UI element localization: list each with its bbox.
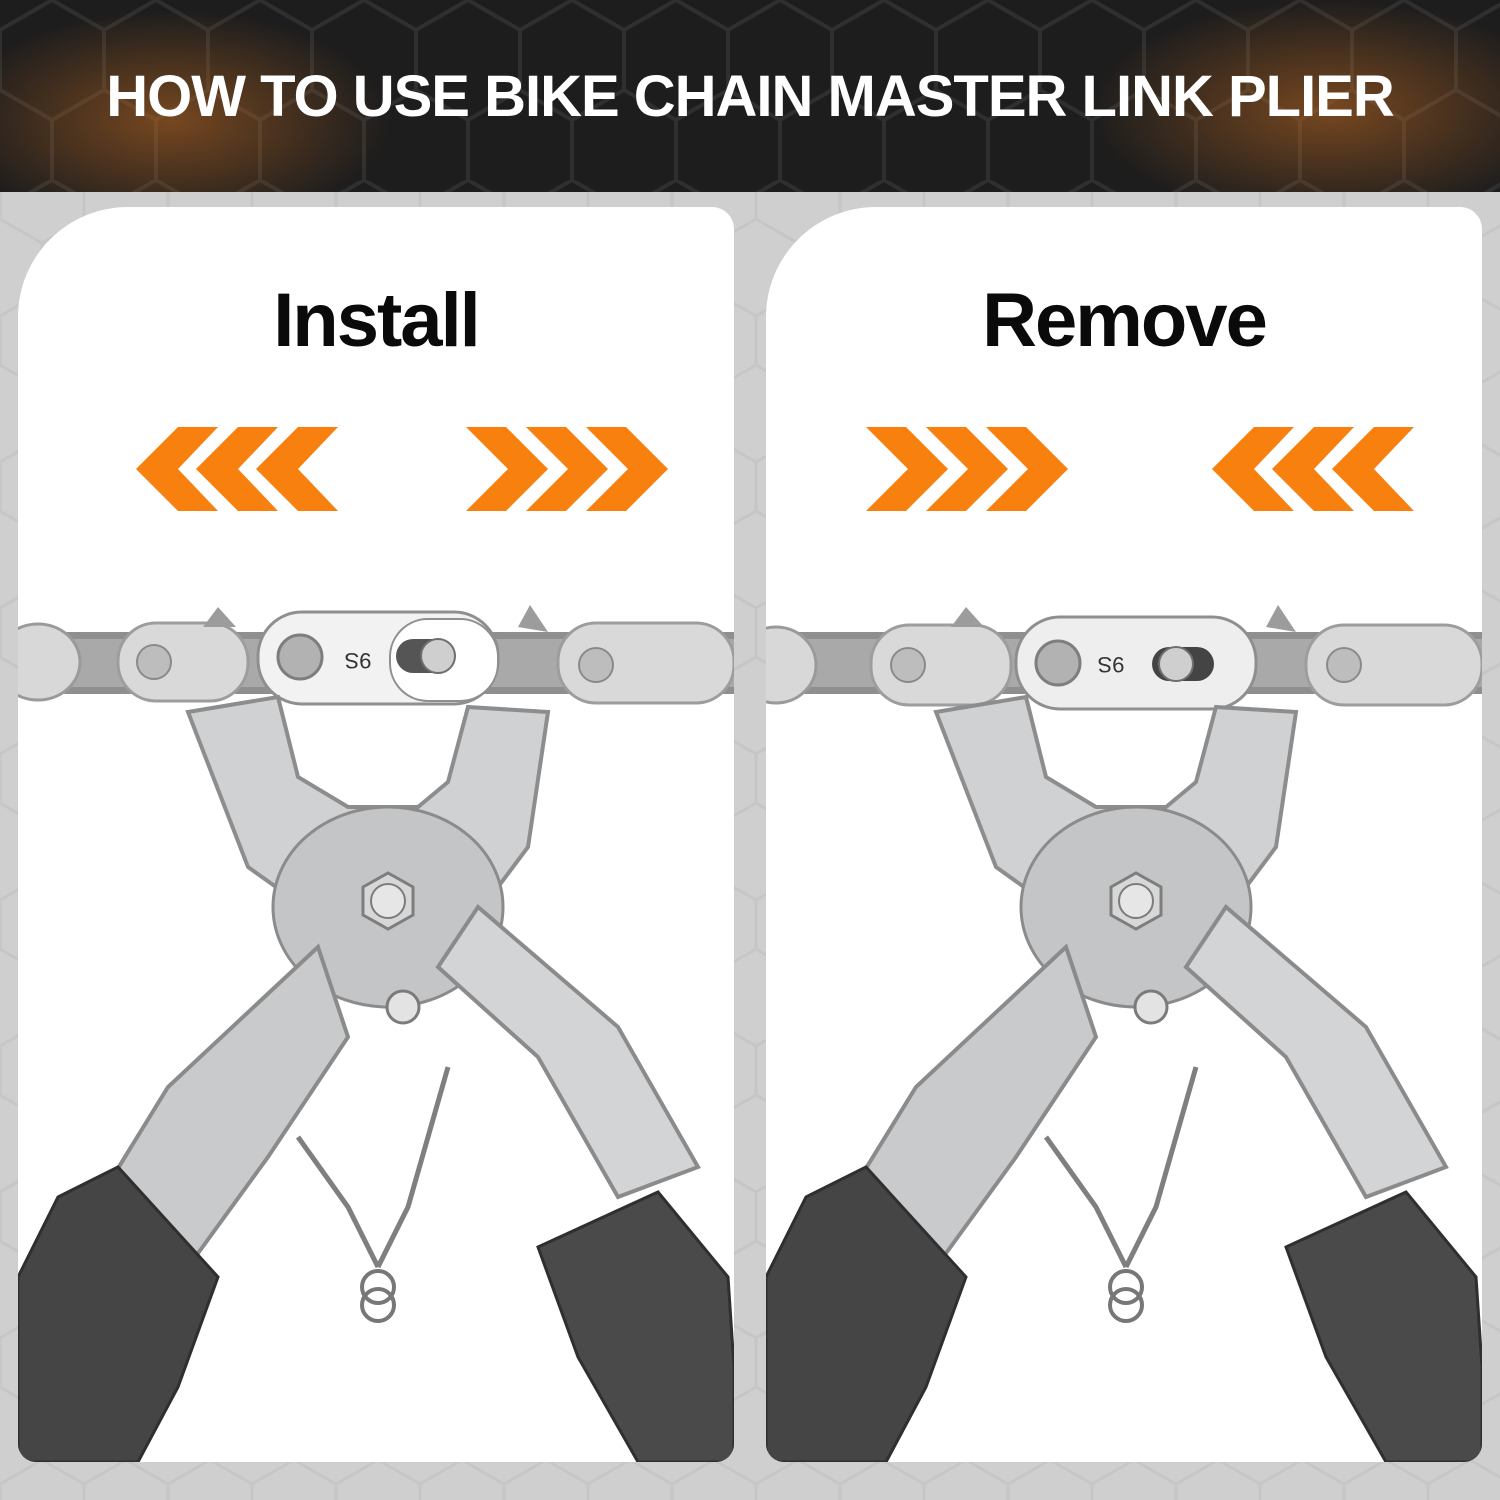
master-link-plier-icon [766, 694, 1482, 1462]
right-arrows-icon [466, 427, 668, 511]
left-arrows-icon [136, 427, 338, 511]
page-title: HOW TO USE BIKE CHAIN MASTER LINK PLIER [106, 63, 1395, 129]
link-marking: 9S [345, 648, 372, 673]
link-marking: 9S [1098, 652, 1125, 677]
remove-title: Remove [982, 278, 1268, 363]
install-panel: Install [18, 207, 734, 1462]
header-banner: HOW TO USE BIKE CHAIN MASTER LINK PLIER [0, 0, 1500, 230]
bike-chain-icon [18, 605, 734, 706]
install-title: Install [273, 278, 481, 363]
bike-chain-icon [766, 605, 1482, 711]
master-link-plier-icon [18, 694, 734, 1462]
honeycomb-background [0, 0, 1500, 230]
remove-panel: Remove 9S [766, 207, 1482, 1462]
remove-illustration: 9S [766, 427, 1482, 1462]
right-pointing-arrows-icon [866, 427, 1068, 511]
left-pointing-arrows-icon [1212, 427, 1414, 511]
install-illustration: 9S [18, 427, 734, 1462]
